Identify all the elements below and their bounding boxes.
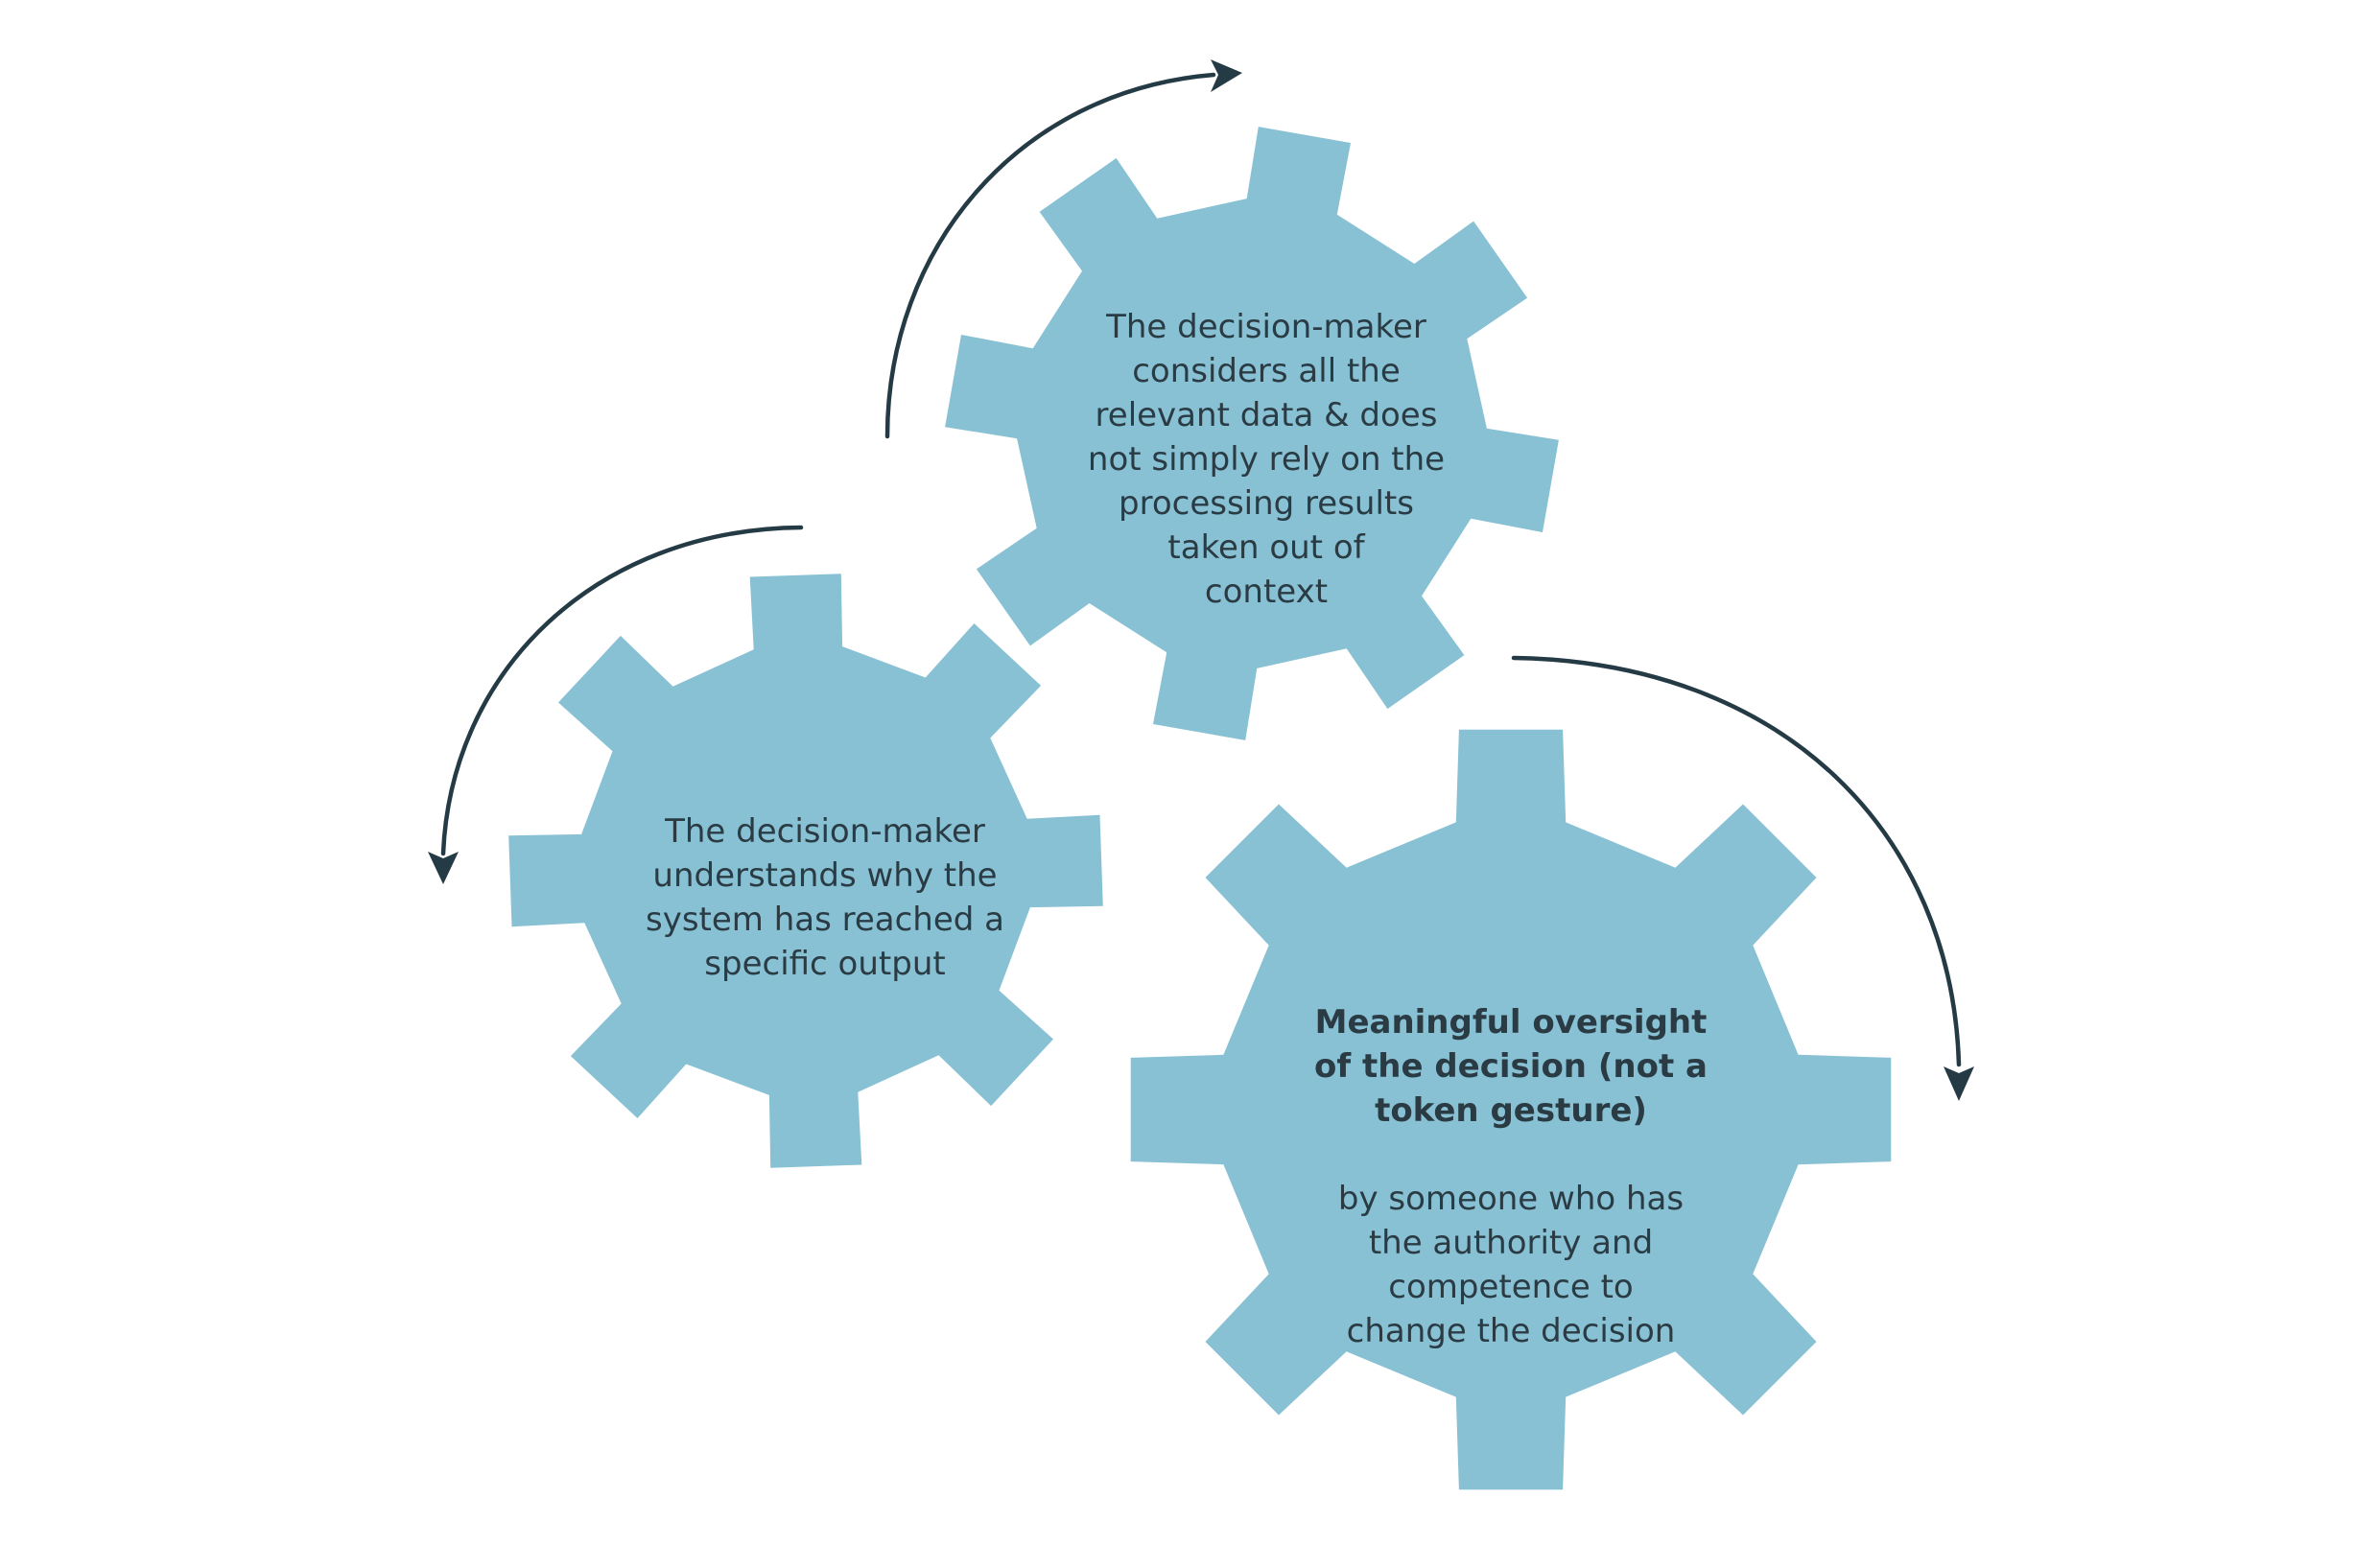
gear-right	[1130, 729, 1892, 1490]
gear-left-text: The decision-maker understands why the s…	[646, 812, 1004, 983]
gear-left	[508, 574, 1103, 1168]
gear-right-title: Meaningful oversight of the decision (no…	[1314, 1003, 1708, 1130]
arrow-left-curve	[440, 525, 804, 856]
gear-top	[945, 127, 1559, 740]
arrow-top-head	[1211, 59, 1242, 92]
arrow-right-head	[1944, 1066, 1974, 1101]
arrow-top-curve	[884, 72, 1216, 439]
arrow-right-curve	[1511, 655, 1962, 1067]
gear-top-text: The decision-maker considers all the rel…	[1087, 308, 1446, 611]
arrow-left-head	[428, 852, 459, 884]
gear-right-text: by someone who has the authority and com…	[1337, 1180, 1685, 1350]
gear-right-label: Meaningful oversight of the decision (no…	[1285, 956, 1736, 1397]
